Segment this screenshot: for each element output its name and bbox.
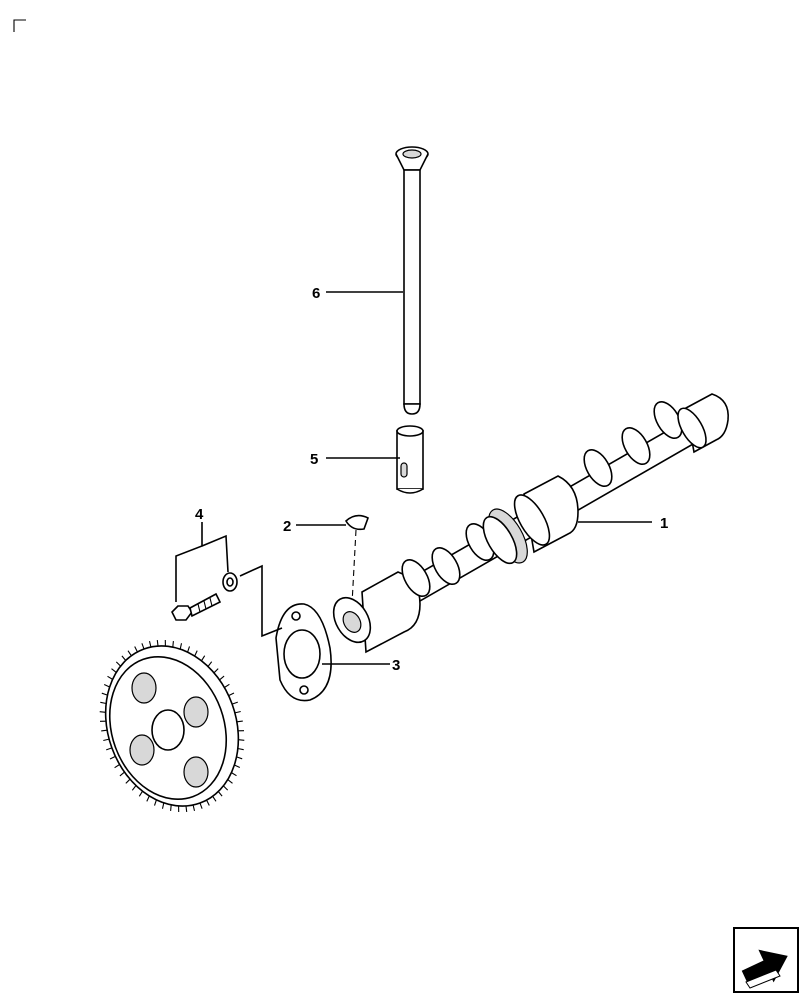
callout-2: 2 — [283, 518, 291, 535]
callout-4: 4 — [195, 506, 204, 523]
push-rod — [395, 146, 429, 415]
woodruff-key — [344, 514, 369, 605]
callout-1: 1 — [660, 515, 668, 532]
front-journal — [332, 571, 421, 654]
callout-5: 5 — [310, 451, 318, 468]
leader-4b — [201, 534, 229, 573]
corner-mark — [13, 19, 26, 32]
leader-4c — [239, 564, 283, 638]
tappet — [396, 425, 424, 494]
cam-lobes — [401, 401, 683, 597]
thrust-plate — [275, 603, 332, 702]
centre-journal — [513, 475, 579, 554]
arrow-icon[interactable] — [733, 927, 799, 993]
camshaft-gear — [99, 639, 245, 813]
bolt-and-washer — [171, 572, 238, 621]
shaft-gear — [482, 508, 528, 565]
callout-3: 3 — [392, 657, 400, 674]
leader-4a — [175, 522, 203, 602]
rear-journal — [677, 393, 729, 454]
callout-6: 6 — [312, 285, 320, 302]
camshaft — [332, 393, 729, 654]
leader-lines — [175, 291, 652, 665]
